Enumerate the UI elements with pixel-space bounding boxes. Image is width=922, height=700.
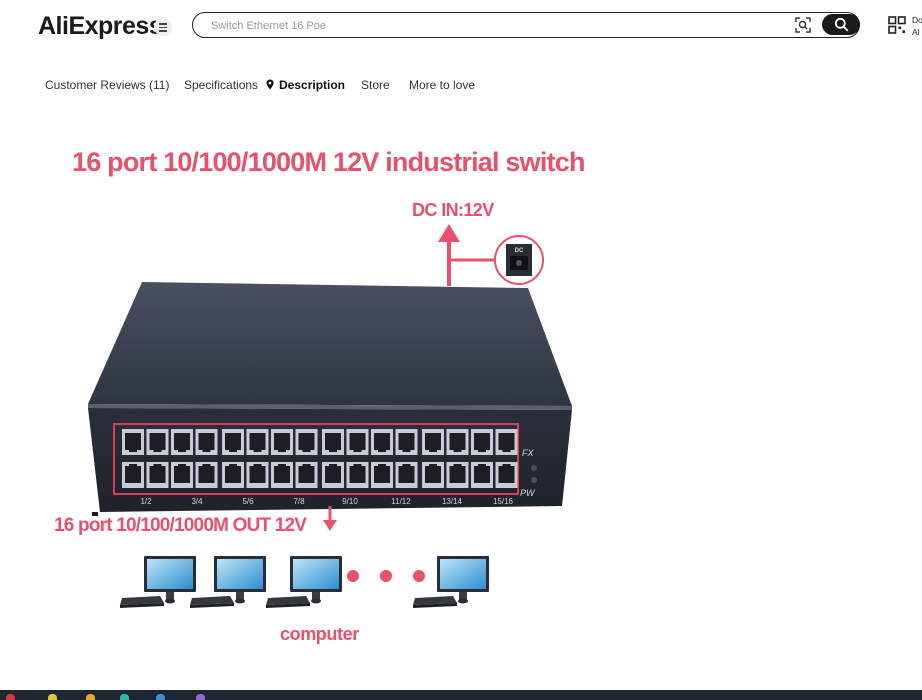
rj45-port: [146, 429, 169, 455]
search-bar: [192, 12, 860, 38]
qr-code-icon[interactable]: [888, 16, 906, 34]
port-number-label: 15/16: [493, 497, 514, 506]
rj45-port: [122, 429, 144, 455]
ethernet-switch: 1/2 3/4 5/6 7/8 9/10 11/12 13/14 15/16 FX PW: [88, 282, 572, 516]
rj45-port: [271, 462, 293, 488]
rj45-port: [495, 429, 518, 455]
tab-customer-reviews[interactable]: Customer Reviews (11): [45, 78, 170, 92]
out-arrow: [323, 506, 337, 531]
rj45-port: [295, 462, 318, 488]
site-header: AliExpress Do Al: [0, 0, 922, 54]
search-input[interactable]: [209, 16, 773, 36]
taskbar-app-icon-2[interactable]: [48, 694, 57, 700]
rj45-port: [371, 429, 393, 455]
download-line1: Do: [912, 15, 922, 25]
rj45-port: [246, 462, 269, 488]
taskbar-app-icon-5[interactable]: [156, 694, 165, 700]
rj45-port: [171, 429, 193, 455]
rj45-port: [195, 462, 218, 488]
tab-store[interactable]: Store: [361, 78, 390, 92]
taskbar-app-icon-1[interactable]: [6, 694, 15, 700]
download-app-link[interactable]: Do Al: [912, 14, 922, 38]
rj45-port: [446, 462, 469, 488]
search-icon: [834, 17, 849, 32]
computer-label: computer: [280, 624, 359, 644]
taskbar-app-icon-6[interactable]: [196, 694, 205, 700]
ellipsis-dots: [347, 570, 425, 582]
tab-description-label: Description: [279, 78, 346, 92]
fx-led: [531, 465, 537, 471]
rj45-port: [395, 429, 418, 455]
port-number-label: 3/4: [191, 497, 203, 506]
rj45-port: [222, 462, 244, 488]
rj45-port: [195, 429, 218, 455]
rj45-port: [422, 462, 444, 488]
rj45-port: [346, 429, 369, 455]
port-number-label: 7/8: [293, 497, 305, 506]
pw-label: PW: [520, 488, 536, 498]
computer-icon: [190, 556, 266, 608]
rj45-port: [246, 429, 269, 455]
out-label: 16 port 10/100/1000M OUT 12V: [54, 515, 307, 536]
rj45-port: [271, 429, 293, 455]
taskbar-app-icon-4[interactable]: [120, 694, 129, 700]
port-number-label: 1/2: [140, 497, 152, 506]
rj45-port: [371, 462, 393, 488]
search-button[interactable]: [822, 14, 860, 35]
rj45-port: [222, 429, 244, 455]
rj45-port: [122, 462, 144, 488]
product-tabs: Customer Reviews (11) Specifications Des…: [0, 72, 922, 98]
rj45-port: [171, 462, 193, 488]
rj45-port: [471, 462, 493, 488]
product-description-image: 16 port 10/100/1000M 12V industrial swit…: [54, 147, 585, 644]
menu-icon[interactable]: [154, 18, 172, 36]
image-search-icon[interactable]: [795, 17, 811, 33]
image-title: 16 port 10/100/1000M 12V industrial swit…: [72, 147, 585, 177]
taskbar-app-icon-3[interactable]: [86, 694, 95, 700]
rj45-port: [322, 462, 344, 488]
fx-label: FX: [522, 448, 534, 458]
port-number-label: 13/14: [442, 497, 463, 506]
dc-port-callout: DC: [494, 235, 544, 285]
download-line2: Al: [912, 27, 920, 37]
location-pin-icon: [266, 79, 274, 90]
dc-in-label: DC IN:12V: [412, 200, 494, 220]
rj45-port: [146, 462, 169, 488]
computer-icon: [120, 556, 196, 608]
os-taskbar: [0, 690, 922, 700]
rj45-port: [395, 462, 418, 488]
computers-row: [120, 556, 489, 608]
rj45-port: [346, 462, 369, 488]
rj45-port: [495, 462, 518, 488]
port-number-label: 11/12: [391, 497, 411, 506]
port-number-labels: 1/2 3/4 5/6 7/8 9/10 11/12 13/14 15/16: [140, 497, 513, 506]
aliexpress-logo[interactable]: AliExpress: [38, 12, 163, 40]
port-number-label: 9/10: [342, 497, 358, 506]
tab-more-to-love[interactable]: More to love: [409, 78, 476, 92]
port-number-label: 5/6: [242, 497, 254, 506]
rj45-port: [322, 429, 344, 455]
rj45-port: [295, 429, 318, 455]
dc-arrow: [438, 224, 496, 286]
computer-icon: [266, 556, 342, 608]
dc-port-label: DC: [515, 248, 524, 254]
tab-specifications[interactable]: Specifications: [184, 78, 259, 92]
rj45-port: [422, 429, 444, 455]
ethernet-ports: [122, 429, 518, 488]
rj45-port: [471, 429, 493, 455]
pw-led: [531, 477, 537, 483]
tab-description[interactable]: Description: [266, 78, 345, 92]
rj45-port: [446, 429, 469, 455]
computer-icon: [413, 556, 489, 608]
